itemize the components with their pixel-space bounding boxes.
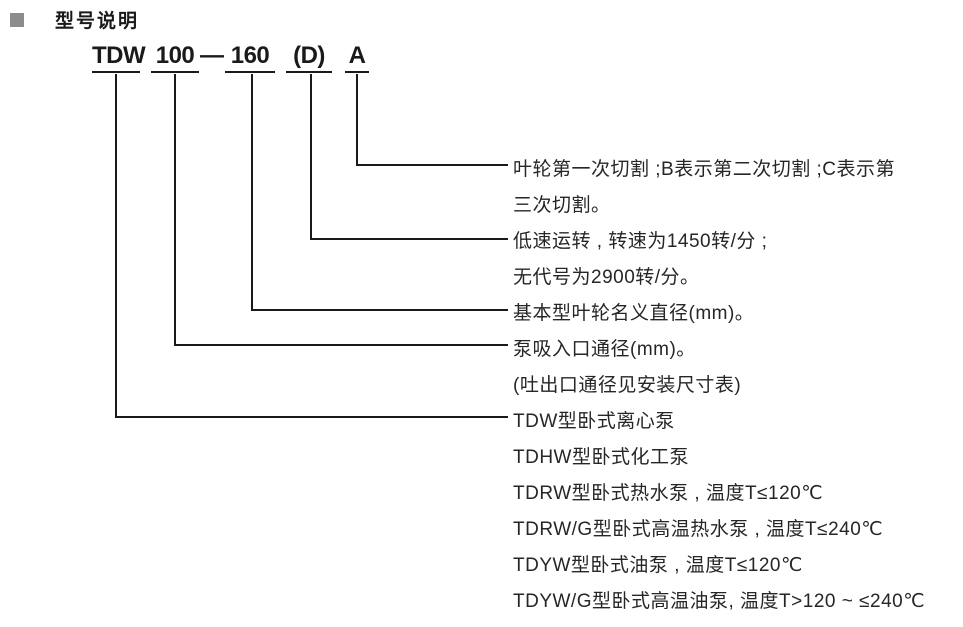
- model-segment-impeller: 160: [225, 42, 275, 73]
- leader-line-cut: [356, 74, 508, 166]
- section-bullet-icon: [10, 13, 24, 27]
- annotation-series-line-2: TDHW型卧式化工泵: [513, 447, 689, 468]
- annotation-speed-line-1: 低速运转 , 转速为1450转/分 ;: [513, 231, 768, 252]
- annotation-series-line-5: TDYW型卧式油泵 , 温度T≤120℃: [513, 555, 803, 576]
- model-segment-inlet: 100: [151, 42, 199, 73]
- annotation-impeller-line-1: 基本型叶轮名义直径(mm)。: [513, 303, 755, 324]
- annotation-inlet-line-1: 泵吸入口通径(mm)。: [513, 339, 696, 360]
- model-segment-dash: —: [200, 42, 224, 69]
- annotation-cut-line-1: 叶轮第一次切割 ;B表示第二次切割 ;C表示第: [513, 159, 896, 180]
- annotation-series-line-3: TDRW型卧式热水泵 , 温度T≤120℃: [513, 483, 824, 504]
- annotation-inlet-line-2: (吐出口通径见安装尺寸表): [513, 375, 742, 396]
- model-segment-cut: A: [345, 42, 369, 73]
- annotation-speed-line-2: 无代号为2900转/分。: [513, 267, 700, 288]
- model-segment-series: TDW: [92, 42, 146, 73]
- annotation-series-line-6: TDYW/G型卧式高温油泵, 温度T>120 ~ ≤240℃: [513, 591, 926, 612]
- leader-line-impeller: [251, 74, 508, 311]
- annotation-series-line-1: TDW型卧式离心泵: [513, 411, 675, 432]
- annotation-series-line-4: TDRW/G型卧式高温热水泵 , 温度T≤240℃: [513, 519, 884, 540]
- annotation-cut-line-2: 三次切割。: [513, 195, 611, 216]
- leader-line-speed: [310, 74, 508, 240]
- annotation-block: 叶轮第一次切割 ;B表示第二次切割 ;C表示第 三次切割。 低速运转 , 转速为…: [513, 152, 961, 620]
- model-segment-speed: (D): [286, 42, 332, 73]
- leader-line-series: [115, 74, 508, 418]
- leader-line-inlet: [174, 74, 508, 346]
- page-title: 型号说明: [55, 11, 140, 32]
